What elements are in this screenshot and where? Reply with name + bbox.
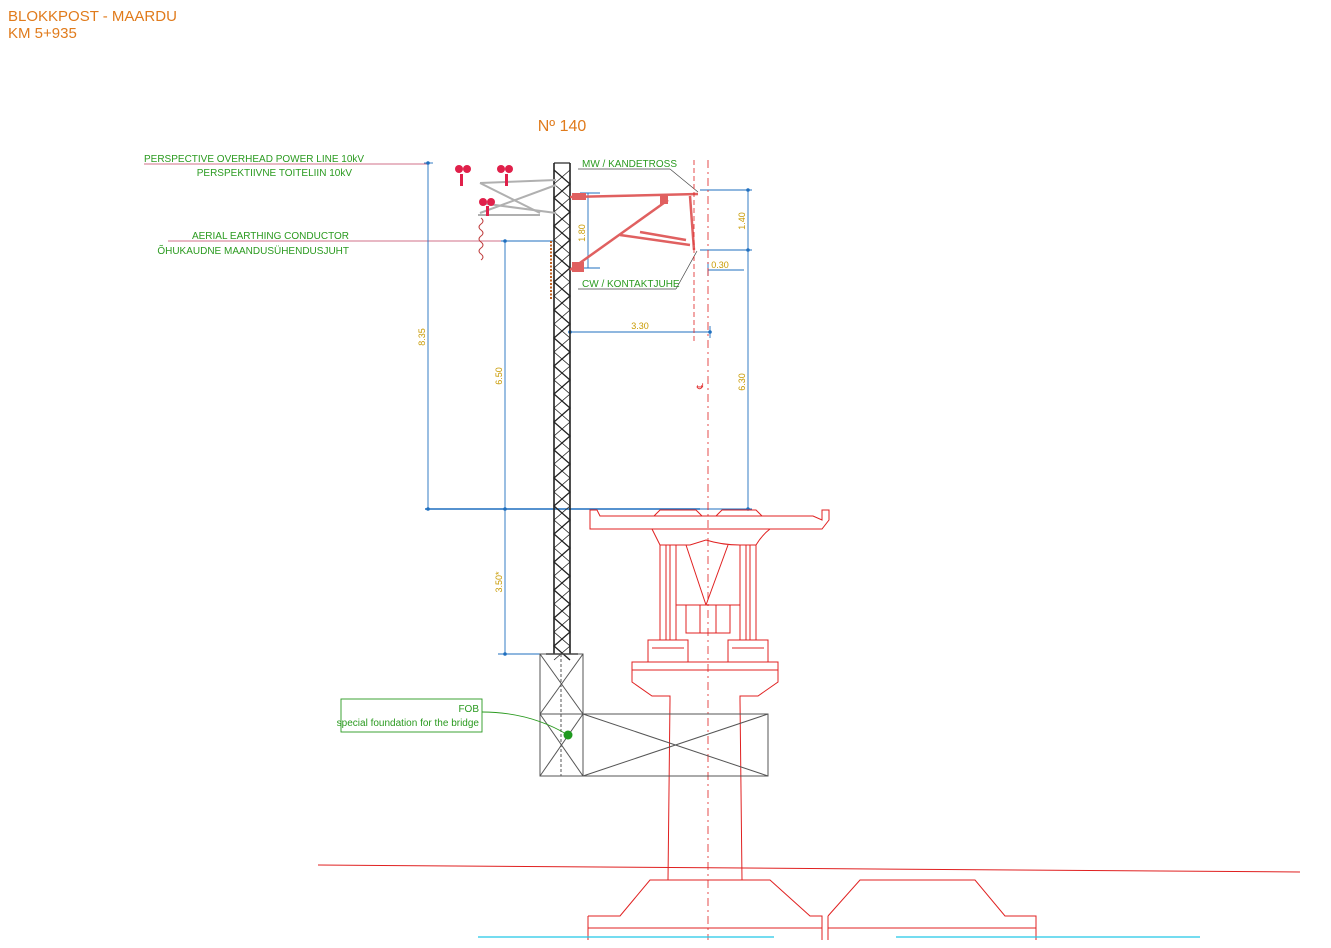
cantilever [569,192,699,272]
power-line-insulators [455,165,513,216]
cw-label: CW / KONTAKTJUHE [578,250,698,290]
earthing-label-et: ÕHUKAUDNE MAANDUSÜHENDUSJUHT [157,244,349,257]
cantilever-insulators [572,193,668,272]
drawing-km: KM 5+935 [8,25,77,42]
dim-1-40: 1.40 [737,212,747,230]
power-line-label: PERSPECTIVE OVERHEAD POWER LINE 10kV PER… [144,154,428,179]
fob-description: special foundation for the bridge [337,718,480,729]
dim-1-80: 1.80 [577,224,587,242]
dim-3-30: 3.30 [631,321,649,331]
ground-line [317,864,1301,873]
drawing-header: BLOKKPOST - MAARDU KM 5+935 [8,8,177,42]
mw-label: MW / KANDETROSS [578,159,699,193]
cw-label-text: CW / KONTAKTJUHE [582,279,680,290]
dim-6-50: 6.50 [494,367,504,385]
mast-foundation [539,653,769,777]
dim-8-35: 8.35 [417,328,427,346]
bridge-structure [587,509,1037,940]
dim-3-50: 3.50* [494,571,504,593]
power-line-label-en: PERSPECTIVE OVERHEAD POWER LINE 10kV [144,154,364,165]
centerline-symbol: ℄ [695,383,705,390]
mw-label-text: MW / KANDETROSS [582,159,677,170]
mast-number: Nº 140 [538,118,587,135]
earthing-label-en: AERIAL EARTHING CONDUCTOR [192,231,349,242]
earthing-spring-icon [478,217,484,261]
fob-code: FOB [458,704,479,715]
dim-6-30: 6.30 [737,373,747,391]
power-line-crossarm [478,179,557,216]
power-line-label-et: PERSPEKTIIVNE TOITELIIN 10kV [197,168,353,179]
dimension-lines [424,162,752,655]
earthing-label: AERIAL EARTHING CONDUCTOR ÕHUKAUDNE MAAN… [157,231,552,257]
lattice-mast [546,162,578,661]
dim-0-30: 0.30 [711,260,729,270]
fob-label: FOB special foundation for the bridge [337,698,573,740]
drawing-title: BLOKKPOST - MAARDU [8,8,177,25]
